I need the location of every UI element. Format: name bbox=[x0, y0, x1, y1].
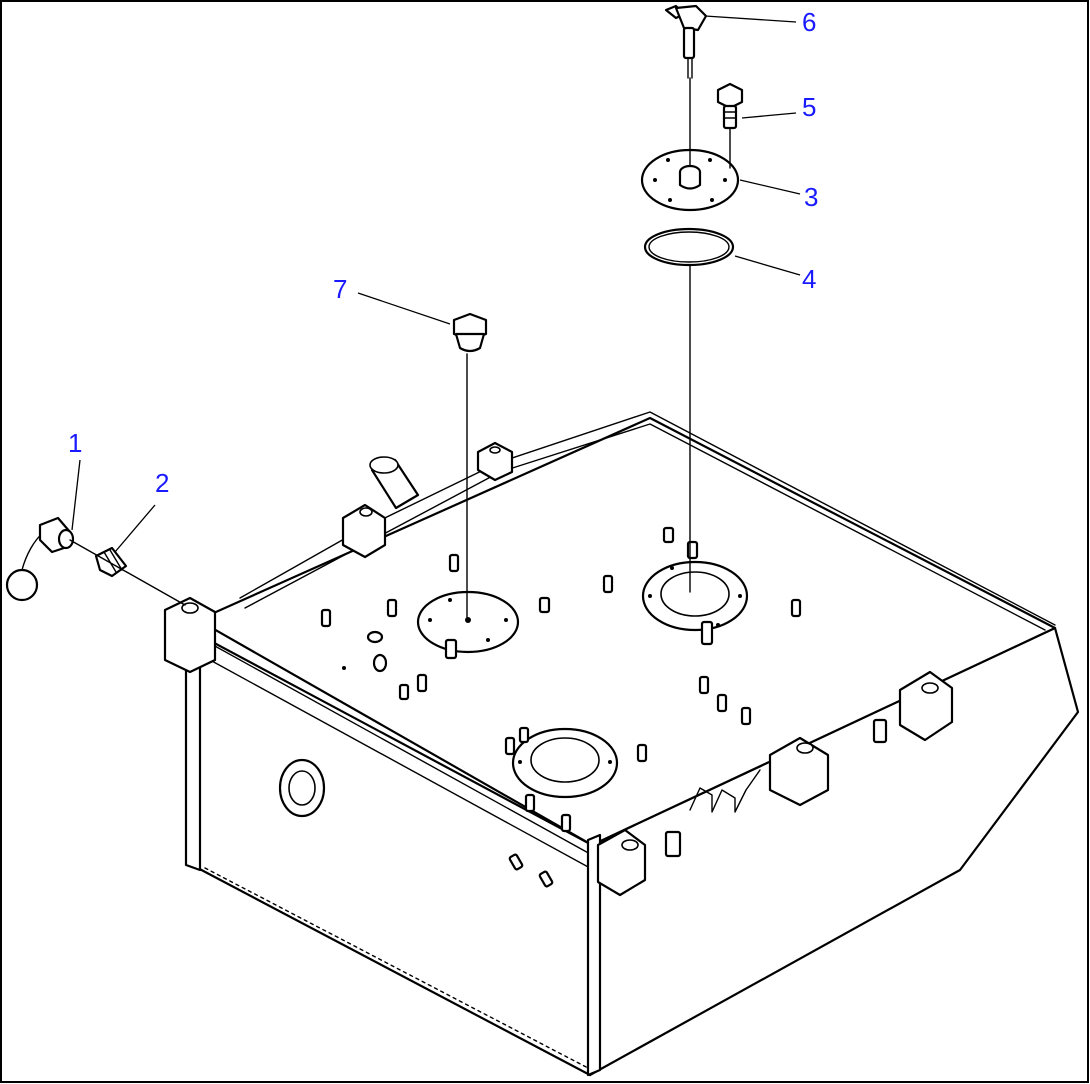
callout-2: 2 bbox=[155, 468, 169, 498]
flange-front bbox=[511, 727, 619, 799]
leader-lines bbox=[71, 15, 801, 553]
front-port bbox=[278, 758, 326, 818]
tank-front-edge-2 bbox=[209, 659, 591, 869]
right-flange-plate bbox=[586, 833, 602, 1077]
part-4-gasket-ring bbox=[643, 227, 735, 267]
tank-front-edge bbox=[203, 639, 593, 856]
callout-labels: 1 2 3 4 5 6 7 bbox=[68, 7, 818, 498]
callout-5: 5 bbox=[802, 92, 816, 122]
bracket-side-2 bbox=[898, 670, 954, 742]
callout-3: 3 bbox=[804, 182, 818, 212]
flange-center bbox=[416, 590, 520, 660]
top-studs bbox=[320, 526, 888, 888]
bracket-back-1 bbox=[341, 503, 387, 559]
axis-line-1-2 bbox=[69, 539, 186, 606]
bracket-front-left bbox=[163, 596, 217, 674]
callout-7: 7 bbox=[333, 274, 347, 304]
callout-1: 1 bbox=[68, 428, 82, 458]
bracket-side-1 bbox=[768, 736, 830, 807]
bracket-back-2 bbox=[476, 441, 514, 482]
part-3-cover-plate bbox=[640, 148, 740, 212]
filler-neck bbox=[369, 456, 420, 510]
brackets bbox=[163, 441, 954, 897]
part-7-plug bbox=[452, 312, 488, 353]
callout-4: 4 bbox=[802, 264, 816, 294]
bottom-weld-seam bbox=[204, 867, 589, 1069]
callout-6: 6 bbox=[802, 7, 816, 37]
tank-body bbox=[184, 411, 1080, 1077]
part-6-sensor-elbow bbox=[664, 4, 708, 79]
part-2-fitting bbox=[94, 546, 128, 578]
part-1-cap-with-strap bbox=[5, 516, 75, 602]
tank-top-face bbox=[196, 416, 1057, 847]
side-wall-notches bbox=[689, 769, 761, 813]
part-5-bolt bbox=[716, 82, 744, 130]
flange-right bbox=[641, 560, 749, 646]
